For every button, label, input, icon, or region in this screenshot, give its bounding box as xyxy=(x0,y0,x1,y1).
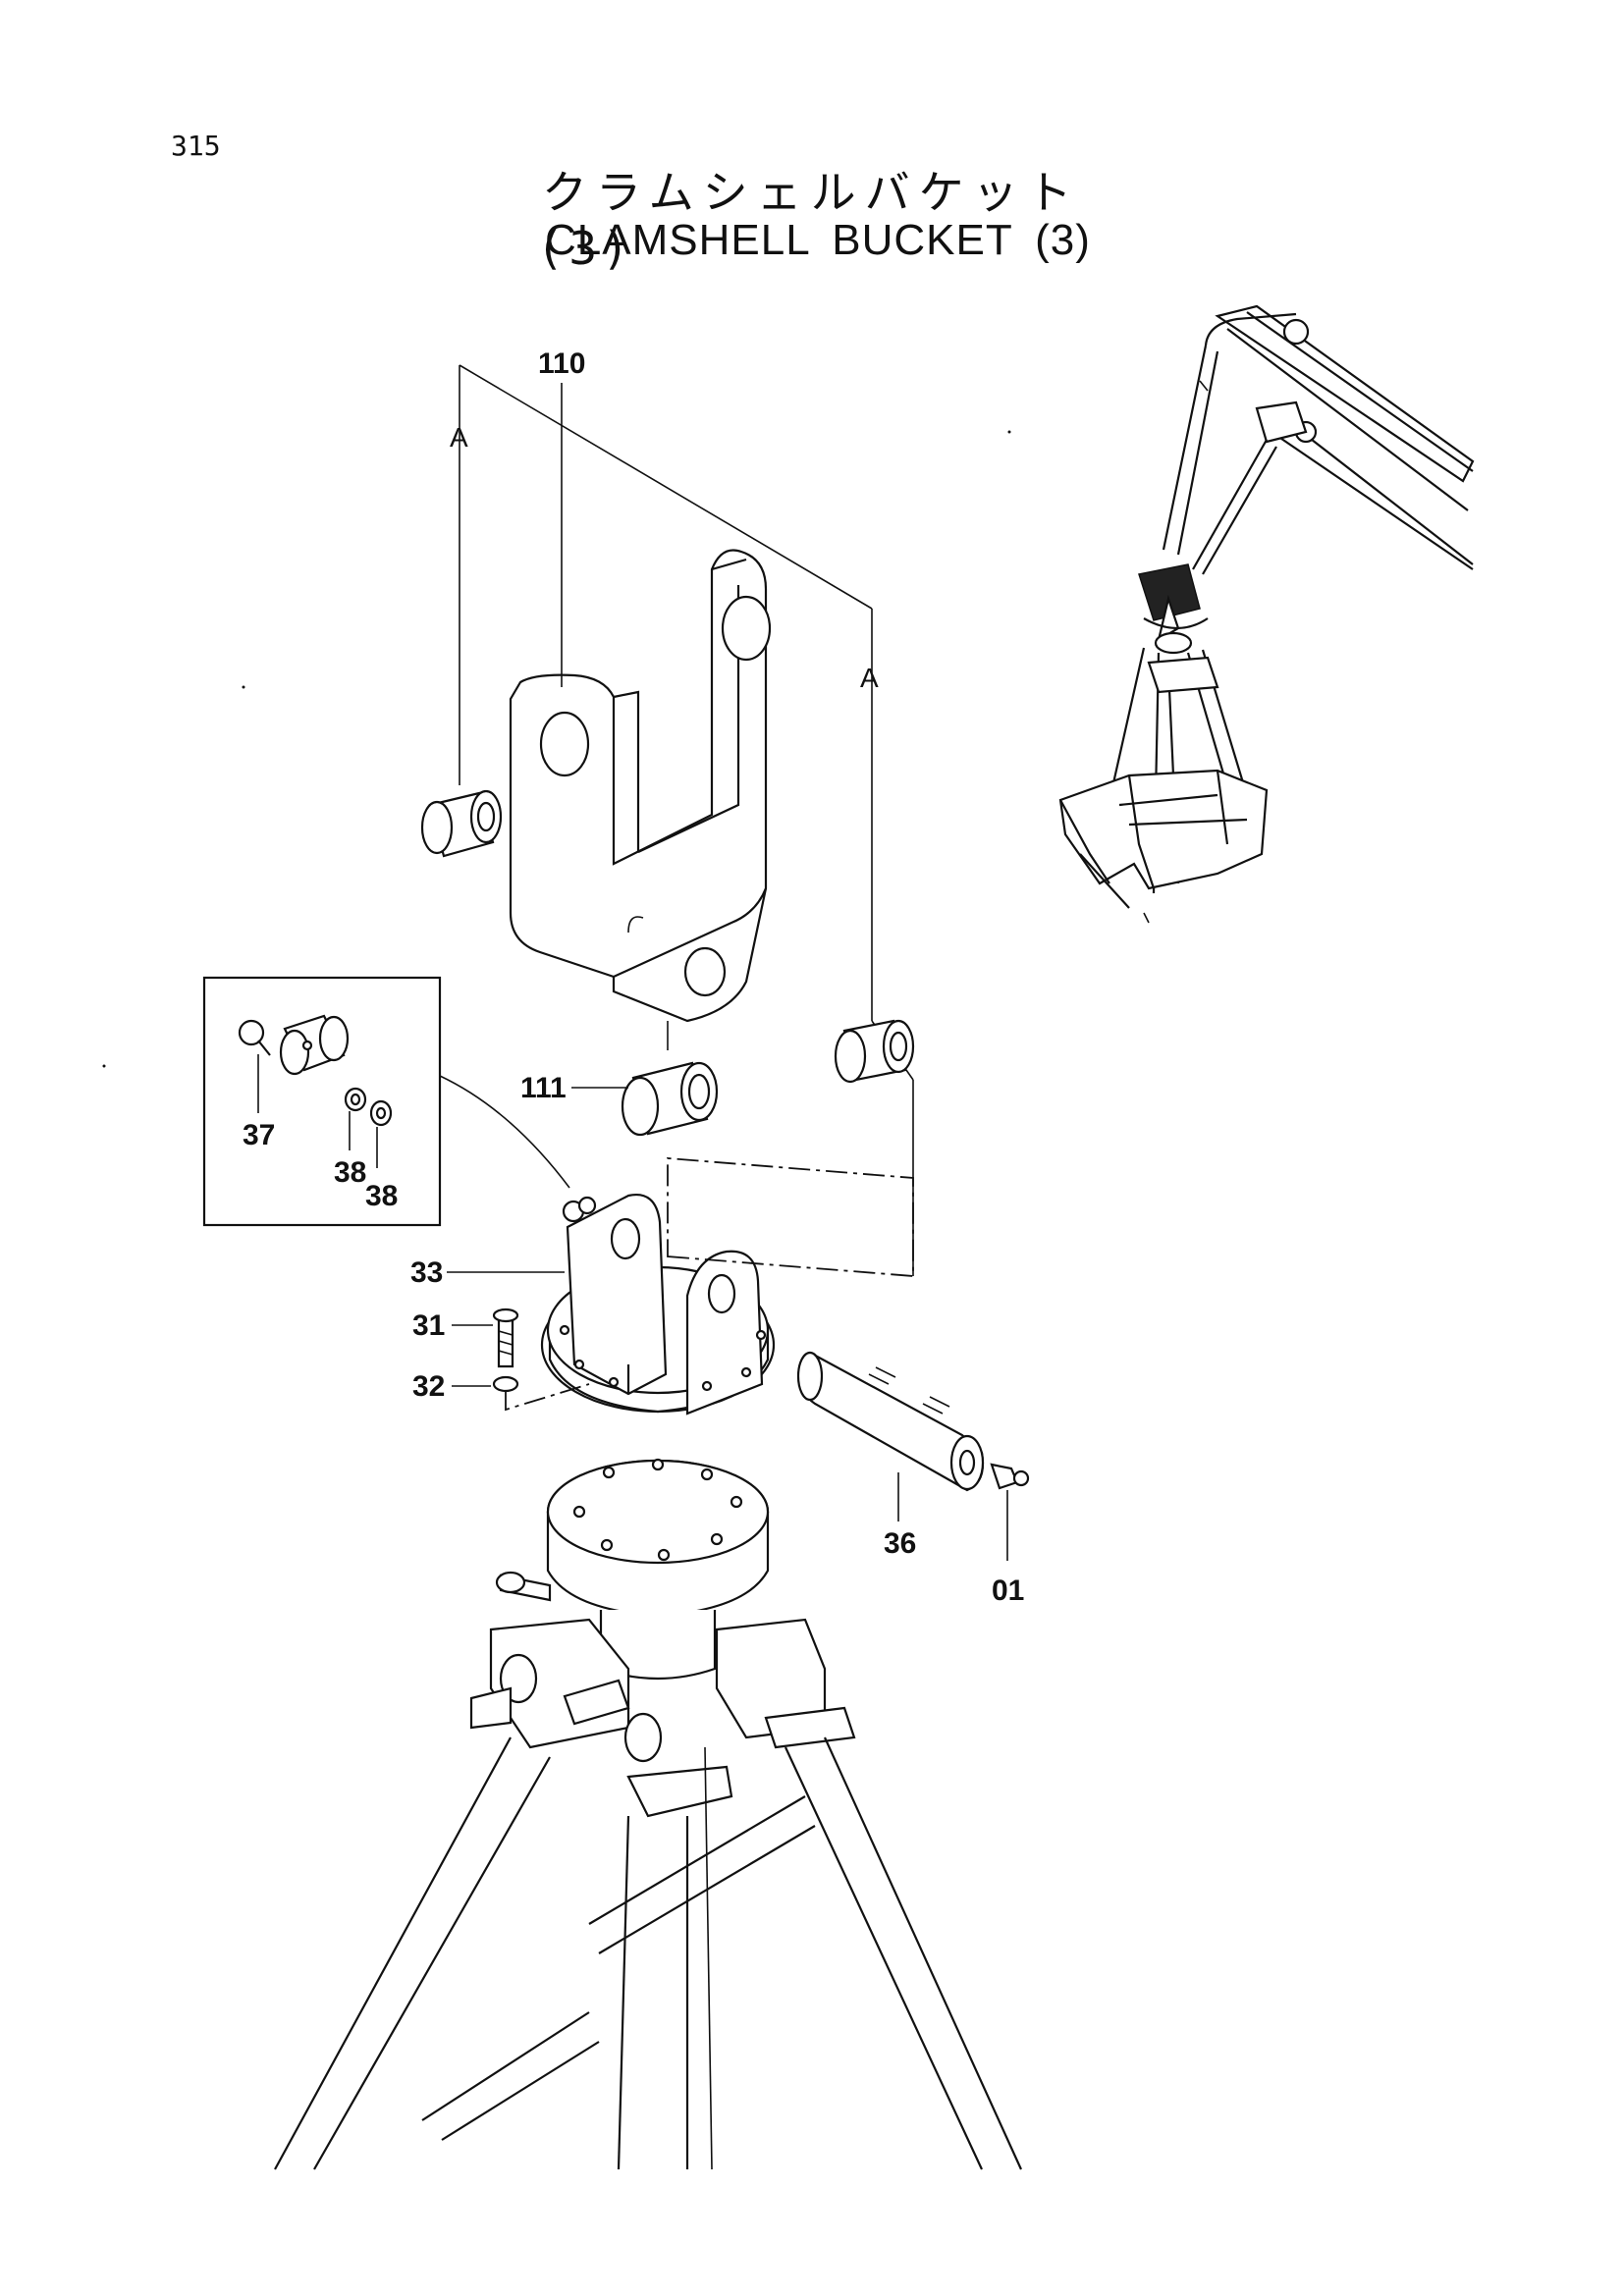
svg-text:33: 33 xyxy=(410,1256,443,1289)
bracket-part-110 xyxy=(509,549,772,1050)
title-japanese: クラムシェルバケット (3) xyxy=(542,166,1081,275)
pin-part-36: 36 xyxy=(796,1351,985,1560)
reference-mark-a-right: A xyxy=(860,663,879,693)
bolt-part-31: 31 xyxy=(412,1308,519,1368)
svg-text:31: 31 xyxy=(412,1309,445,1342)
bushing-part-111 xyxy=(621,1061,719,1137)
svg-text:36: 36 xyxy=(884,1527,916,1560)
svg-text:110: 110 xyxy=(538,347,585,380)
callout-38-first: 38 xyxy=(334,1156,366,1189)
callout-111: 111 xyxy=(520,1072,628,1104)
tripod-mount xyxy=(274,1458,1023,2170)
callout-37: 37 xyxy=(243,1119,275,1151)
svg-text:32: 32 xyxy=(412,1370,445,1403)
callout-33: 33 xyxy=(410,1256,565,1289)
fitting-part-01: 01 xyxy=(990,1463,1030,1607)
page-number: 315 xyxy=(171,130,221,162)
svg-text:111: 111 xyxy=(520,1072,567,1104)
callout-110: 110 xyxy=(538,347,585,687)
detail-inset xyxy=(202,976,570,1227)
svg-text:01: 01 xyxy=(992,1575,1024,1607)
clamshell-crane-illustration xyxy=(1058,304,1475,924)
bushing-right xyxy=(834,1019,915,1084)
title-english: CLAMSHELL BUCKET (3) xyxy=(545,216,1091,264)
bushing-left xyxy=(420,789,503,858)
washer-part-32: 32 xyxy=(412,1370,590,1412)
swivel-base-part-33 xyxy=(540,1194,776,1415)
reference-mark-a-left: A xyxy=(450,422,468,453)
callout-38-second: 38 xyxy=(365,1180,398,1212)
